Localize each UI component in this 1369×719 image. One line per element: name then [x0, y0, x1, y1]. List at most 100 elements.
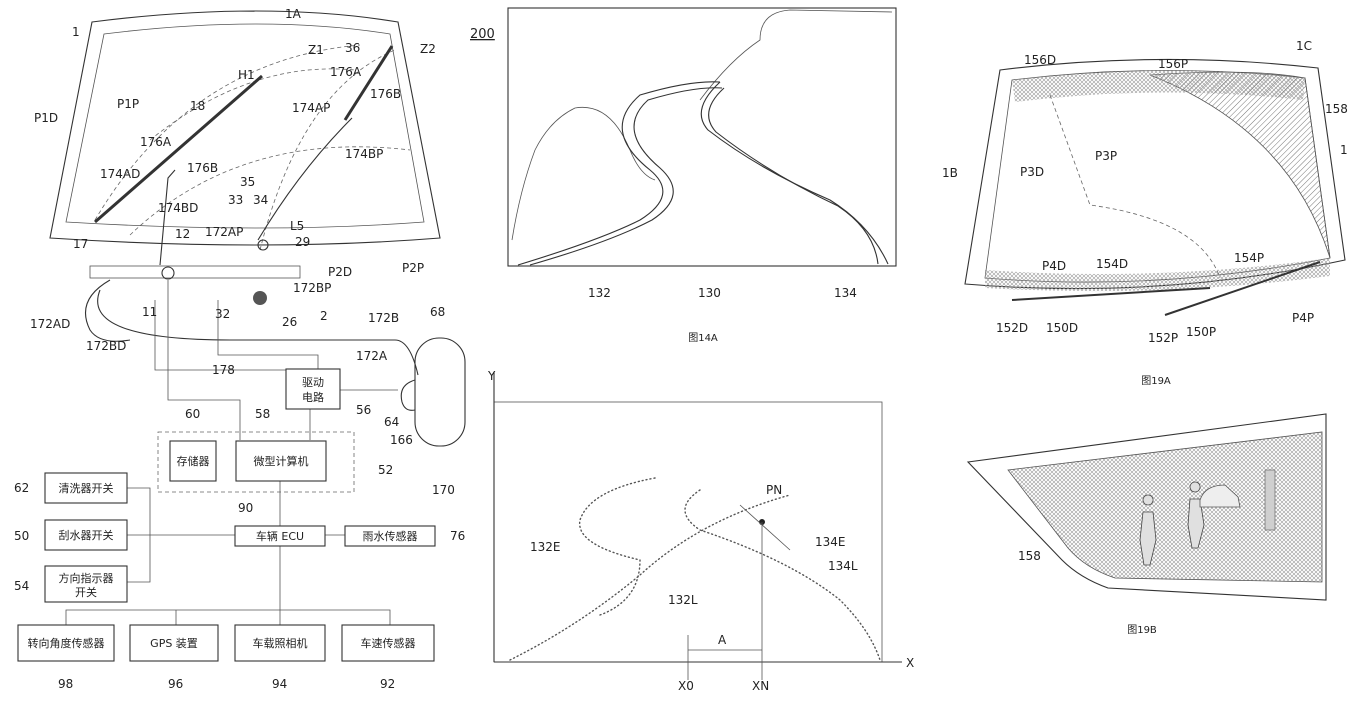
turn-signal-label-1: 方向指示器 [59, 571, 114, 585]
fig19A-ref-1B: 1B [942, 166, 958, 180]
vehicle-ecu-label: 车辆 ECU [256, 529, 304, 543]
ref-52: 52 [378, 463, 393, 477]
gps-label: GPS 装置 [150, 637, 198, 650]
fig14A-ref-134: 134 [834, 286, 857, 300]
ref-172BD: 172BD [86, 339, 126, 353]
graph-134L-label: 134L [828, 559, 858, 573]
fig19A-wipe-area-P3 [1049, 94, 1221, 279]
speed-sensor-label: 车速传感器 [361, 636, 416, 650]
ref-Z1: Z1 [308, 43, 324, 57]
fig14A-ref-130: 130 [698, 286, 721, 300]
ref-1A: 1A [285, 7, 302, 21]
fig14A-road-lane-132 [517, 81, 721, 266]
graph-frame [493, 401, 883, 663]
ref-P1P: P1P [117, 97, 139, 111]
gps-box [129, 624, 219, 662]
fig19B-ref-158: 158 [1018, 549, 1041, 563]
ref-18: 18 [190, 99, 205, 113]
fig14A-mountain-left [511, 106, 656, 241]
steering-sensor-box [17, 624, 115, 662]
drive-circuit-label-2: 电路 [302, 391, 324, 404]
memory-box [169, 440, 217, 482]
ref-170: 170 [432, 483, 455, 497]
windshield-inner [65, 23, 425, 229]
ref-174BP: 174BP [345, 147, 383, 161]
main-reference-numerals: 200 1A 1 Z1 36 Z2 H1 176A P1P 18 174AP 1… [14, 7, 495, 691]
graph-axis-y-label: Y [487, 369, 496, 383]
fig19A-blade-D [1011, 287, 1211, 301]
microcomputer-label: 微型计算机 [254, 454, 309, 468]
ref-64: 64 [384, 415, 399, 429]
ref-17: 17 [73, 237, 88, 251]
fig19A-ref-150D: 150D [1046, 321, 1078, 335]
fig19A-blade-P [1164, 261, 1321, 316]
figure-19A: 1C 156D 156P 158 1 1B P3D P3P 154P P4D 1… [942, 39, 1348, 387]
drive-circuit-box [285, 368, 341, 410]
figure-lane-graph: Y X PN 132E 134E 134L 132L A X0 XN [487, 369, 914, 693]
hose-172AD [85, 279, 131, 342]
fig19A-ref-158: 158 [1325, 102, 1348, 116]
graph-axis-x-label: X [906, 656, 914, 670]
graph-curve-132E [579, 477, 656, 616]
ref-176A-r: 176A [330, 65, 362, 79]
wipe-arc-inner [129, 146, 411, 236]
ref-96: 96 [168, 677, 183, 691]
ref-12: 12 [175, 227, 190, 241]
washer-tank [414, 337, 466, 447]
rain-sensor-label: 雨水传感器 [363, 530, 418, 543]
fig19A-caption: 图19A [1141, 375, 1171, 387]
wiper-switch-label: 刮水器开关 [59, 528, 114, 542]
ref-11: 11 [142, 305, 157, 319]
graph-pn-label: PN [766, 483, 782, 497]
fig19B-car [1199, 484, 1241, 508]
ref-29: 29 [295, 235, 310, 249]
ref-L5: L5 [290, 219, 304, 233]
ref-P1D: P1D [34, 111, 58, 125]
hose-172A [97, 289, 419, 376]
fig19A-ref-154P: 154P [1234, 251, 1264, 265]
figure-14A: 132 130 134 图14A [507, 7, 897, 344]
fig19A-ref-156D: 156D [1024, 53, 1056, 67]
speed-sensor-box [341, 624, 435, 662]
ref-92: 92 [380, 677, 395, 691]
vehicle-ecu-box [234, 525, 326, 547]
wiper-blade-passenger [343, 45, 394, 121]
fig19B-caption: 图19B [1127, 624, 1157, 636]
ref-P2D: P2D [328, 265, 352, 279]
fig19A-reference-numerals: 1C 156D 156P 158 1 1B P3D P3P 154P P4D 1… [942, 39, 1348, 345]
signal-lines [65, 280, 398, 625]
rain-sensor-box [344, 525, 436, 547]
ref-33: 33 [228, 193, 243, 207]
camera-label: 车载照相机 [253, 636, 308, 650]
camera-box [234, 624, 326, 662]
turn-signal-switch-box [44, 565, 128, 603]
ref-178: 178 [212, 363, 235, 377]
graph-132E-label: 132E [530, 540, 561, 554]
ref-H1: H1 [238, 68, 255, 82]
wipe-area-driver [94, 44, 361, 221]
main-wiper-system-figure: 驱动 电路 存储器 微型计算机 清洗器开关 刮水器开关 方向指示器 开关 车辆 … [14, 7, 495, 691]
fig19A-ref-1C: 1C [1296, 39, 1312, 53]
ref-76: 76 [450, 529, 465, 543]
fig19A-ref-150P: 150P [1186, 325, 1216, 339]
ref-68: 68 [430, 305, 445, 319]
steering-sensor-label: 转向角度传感器 [28, 636, 105, 650]
ref-172BP: 172BP [293, 281, 331, 295]
ref-54: 54 [14, 579, 29, 593]
ref-2: 2 [320, 309, 328, 323]
ref-32: 32 [215, 307, 230, 321]
fig19A-ref-156P: 156P [1158, 57, 1188, 71]
fig19B-view-area [1007, 431, 1323, 583]
fig19B-pillar [1264, 469, 1276, 531]
ref-176B-r: 176B [370, 87, 401, 101]
graph-curve-134E [684, 489, 881, 661]
ref-172B: 172B [368, 311, 399, 325]
ref-50: 50 [14, 529, 29, 543]
graph-132L-label: 132L [668, 593, 698, 607]
graph-normal-line [739, 504, 791, 551]
ref-166: 166 [390, 433, 413, 447]
washer-switch-label: 清洗器开关 [59, 481, 114, 495]
fig19A-ref-152D: 152D [996, 321, 1028, 335]
ref-172AD: 172AD [30, 317, 70, 331]
